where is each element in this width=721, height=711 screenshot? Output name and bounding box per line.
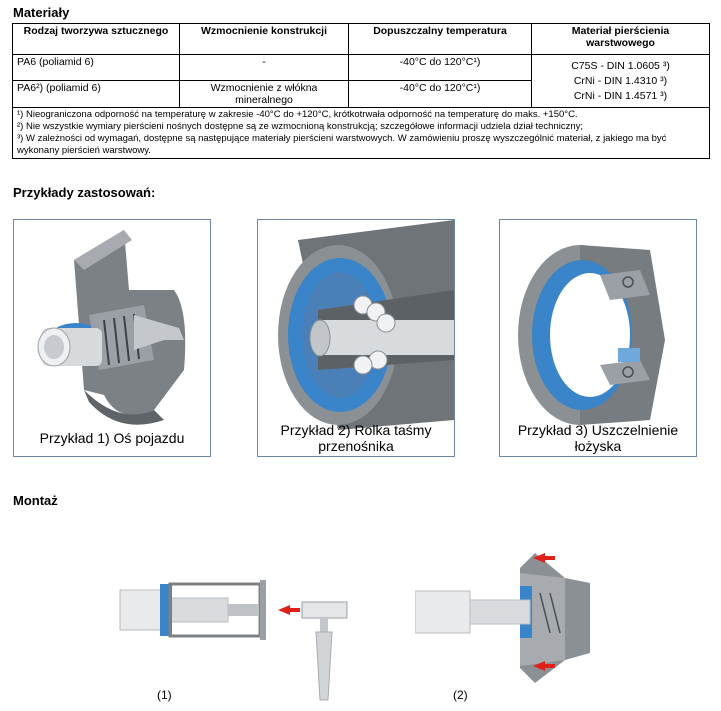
mounting-label-2: (2) xyxy=(453,688,468,702)
footnotes: ¹) Nieograniczona odporność na temperatu… xyxy=(12,107,710,159)
header-plastic-type: Rodzaj tworzywa sztucznego xyxy=(12,23,180,55)
example-caption-roller-2: przenośnika xyxy=(318,438,394,454)
example-card-seal: Przykład 3) Uszczelnienie łożyska xyxy=(499,219,697,457)
axle-illustration xyxy=(37,230,186,425)
header-ring-material: Materiał pierścienia warstwowego xyxy=(531,23,710,55)
mounting-label-1: (1) xyxy=(157,688,172,702)
notes-row: ¹) Nieograniczona odporność na temperatu… xyxy=(12,107,710,159)
example-card-roller: Przykład 2) Rolka taśmy przenośnika xyxy=(257,219,455,457)
table-row: PA6²) (poliamid 6) Wzmocnienie z włókna … xyxy=(12,80,710,108)
example-caption-seal-1: Przykład 3) Uszczelnienie xyxy=(517,422,679,438)
example-caption-roller-1: Przykład 2) Rolka taśmy xyxy=(280,422,432,438)
materials-table: Rodzaj tworzywa sztucznego Wzmocnienie k… xyxy=(12,23,710,159)
example-caption-axle: Przykład 1) Oś pojazdu xyxy=(39,430,185,446)
cell-reinforcement: Wzmocnienie z włókna mineralnego xyxy=(179,80,349,108)
cell-type: PA6 (poliamid 6) xyxy=(12,54,180,81)
cell-temperature: -40°C do 120°C¹) xyxy=(348,80,532,108)
ring-material-2: CrNi - DIN 1.4310 ³) xyxy=(573,74,668,87)
cell-type: PA6²) (poliamid 6) xyxy=(12,80,180,108)
table-row: PA6 (poliamid 6) - -40°C do 120°C¹) C75S… xyxy=(12,54,710,108)
examples-heading: Przykłady zastosowań: xyxy=(13,185,156,200)
cell-reinforcement: - xyxy=(179,54,349,81)
table-header-row: Rodzaj tworzywa sztucznego Wzmocnienie k… xyxy=(12,23,710,55)
mounting-heading: Montaż xyxy=(13,493,58,508)
ring-material-3: CrNi - DIN 1.4571 ³) xyxy=(573,89,668,102)
seal-illustration xyxy=(518,245,665,425)
header-reinforcement: Wzmocnienie konstrukcji xyxy=(179,23,349,55)
mounting-illustration-2 xyxy=(415,553,590,683)
header-temperature: Dopuszczalny temperatura xyxy=(348,23,532,55)
ring-material-1: C75S - DIN 1.0605 ³) xyxy=(571,59,670,72)
example-card-axle: Przykład 1) Oś pojazdu xyxy=(13,219,211,457)
footnote-3: ³) W zależności od wymagań, dostępne są … xyxy=(17,133,667,156)
roller-illustration xyxy=(278,220,454,430)
mounting-illustration-1 xyxy=(119,580,348,701)
cell-ring-materials: C75S - DIN 1.0605 ³) CrNi - DIN 1.4310 ³… xyxy=(531,54,710,108)
materials-heading: Materiały xyxy=(13,5,70,20)
footnote-2: ²) Nie wszystkie wymiary pierścieni nośn… xyxy=(17,121,584,132)
cell-temperature: -40°C do 120°C¹) xyxy=(348,54,532,81)
footnote-1: ¹) Nieograniczona odporność na temperatu… xyxy=(17,109,578,120)
example-caption-seal-2: łożyska xyxy=(574,438,622,454)
